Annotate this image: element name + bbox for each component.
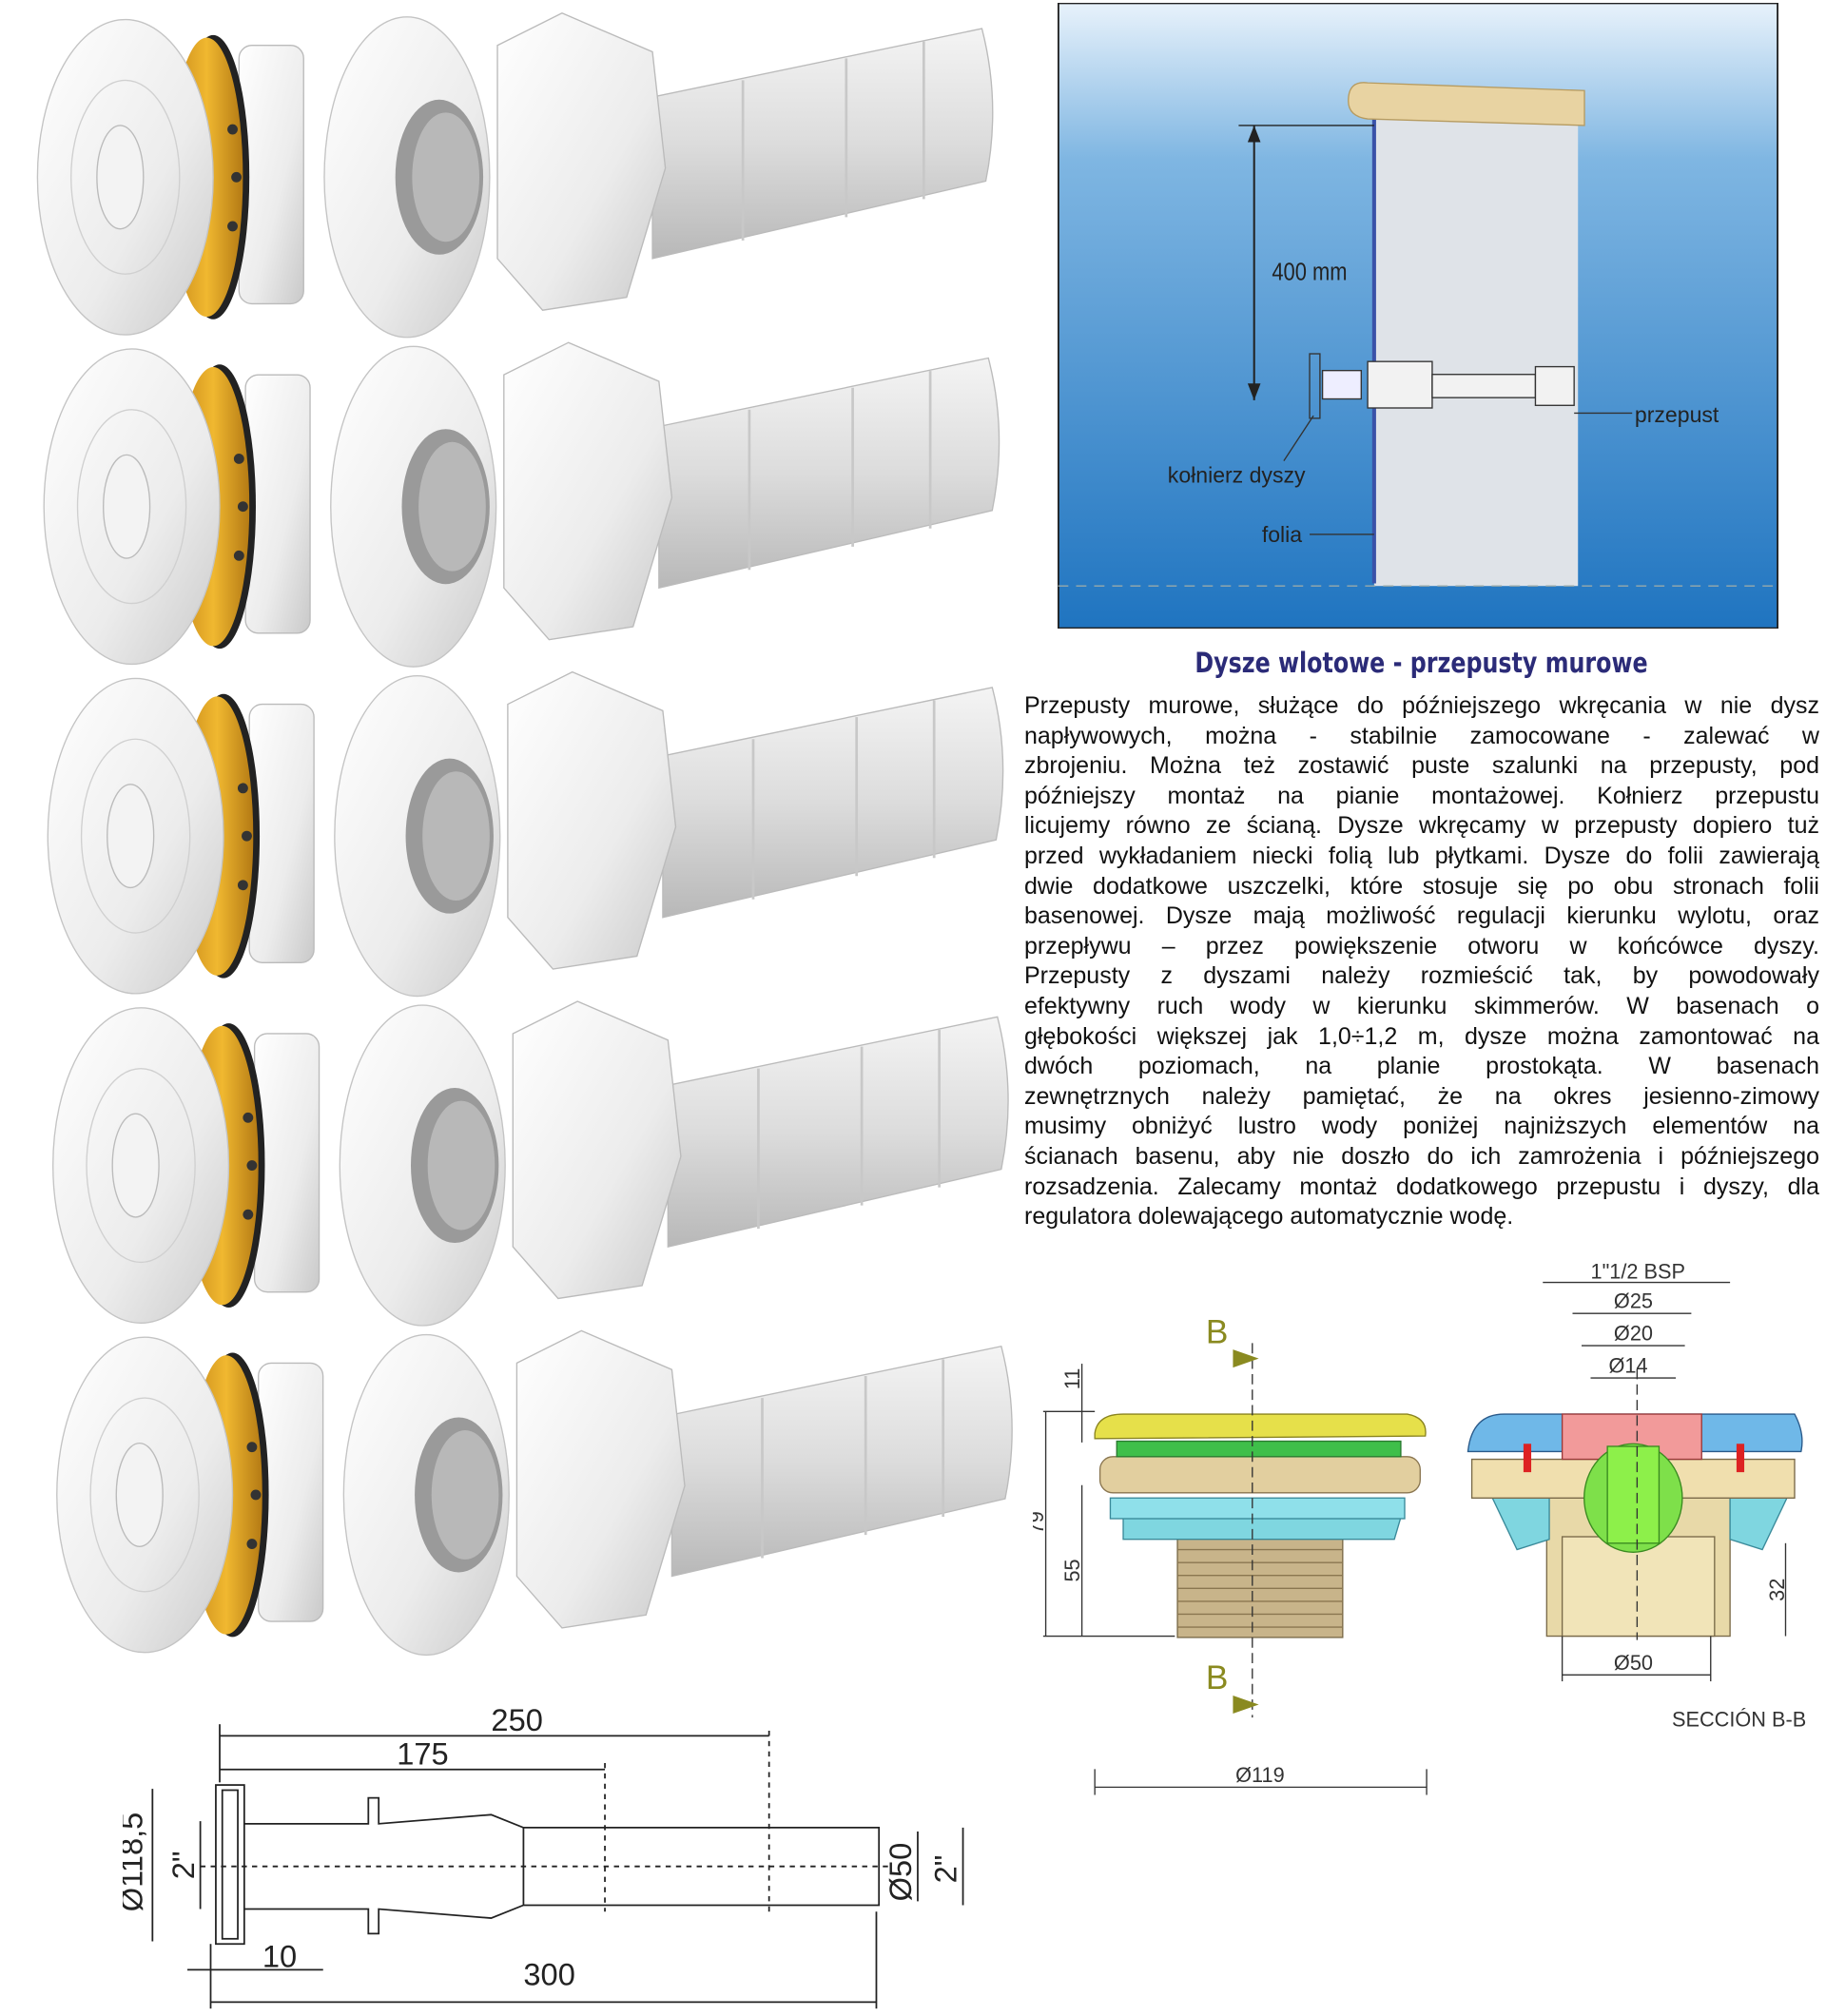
paragraph-line: przed wykładaniem niecki folią lub płytk… — [1024, 842, 1819, 869]
paragraph-line: Przepusty z dyszami należy rozmieścić ta… — [1024, 962, 1819, 990]
paragraph-line: dwie dodatkowe uszczelki, które stosuje … — [1024, 872, 1819, 900]
pool-installation-diagram: 400 mm przepust kołnierz dyszy folia — [1058, 3, 1778, 629]
product-photo-row-4 — [51, 999, 1010, 1328]
section-mark-bottom: B — [1206, 1659, 1229, 1696]
paragraph-line: licujemy równo ze ścianą. Dysze wkręcamy… — [1024, 812, 1819, 840]
paragraph-line: Przepusty murowe, służące do późniejszeg… — [1024, 692, 1819, 719]
paragraph-line: zewnętrznych należy pamiętać, że na okre… — [1024, 1082, 1819, 1110]
product-photo-row-2 — [42, 340, 1000, 669]
dim-175: 175 — [397, 1735, 448, 1771]
dim-11: 11 — [1060, 1368, 1084, 1390]
pool-wall — [1373, 119, 1579, 587]
paragraph-line: dwóch poziomach, na planie prostokąta. W… — [1024, 1053, 1819, 1080]
paragraph-line: napływowych, można - stabilnie zamocowan… — [1024, 722, 1819, 749]
paragraph-line: regulatora dolewającego automatycznie wo… — [1024, 1203, 1514, 1231]
paragraph-line: rozsadzenia. Zalecamy montaż dodatkowego… — [1024, 1173, 1819, 1200]
paragraph-line: musimy obniżyć lustro wody poniżej najni… — [1024, 1113, 1819, 1140]
label-folia: folia — [1262, 522, 1302, 547]
dim-79: 79 — [1033, 1511, 1048, 1534]
paragraph-line: przepływu – przez powiększenie otworu w … — [1024, 932, 1819, 960]
paragraph-line: głębokości większej jak 1,0÷1,2 m, dysze… — [1024, 1022, 1819, 1050]
product-photos — [36, 11, 1014, 1657]
dim-300: 300 — [523, 1957, 574, 1992]
dim-250: 250 — [491, 1702, 542, 1737]
section-mark-top: B — [1206, 1313, 1229, 1350]
paragraph-line: efektywny ruch wody w kierunku skimmerów… — [1024, 992, 1819, 1019]
dim-d50: Ø50 — [1614, 1651, 1653, 1675]
dim-2in-right: 2" — [928, 1855, 963, 1884]
product-photo-row-3 — [46, 670, 1004, 998]
dim-d14: Ø14 — [1608, 1354, 1647, 1378]
dim-d118: Ø118,5 — [123, 1812, 148, 1912]
dim-55: 55 — [1060, 1559, 1084, 1581]
paragraph-line: ścianach basenu, aby nie doszło do ich z… — [1024, 1142, 1819, 1170]
dim-d119: Ø119 — [1235, 1763, 1285, 1787]
product-photo-row-1 — [36, 11, 995, 339]
dimension-400mm: 400 mm — [1272, 259, 1347, 286]
dim-2in-left: 2" — [165, 1851, 201, 1880]
dim-d20: Ø20 — [1614, 1322, 1653, 1346]
coping — [1348, 82, 1585, 126]
dim-d50: Ø50 — [883, 1843, 918, 1902]
section-label: SECCIÓN B-B — [1672, 1708, 1806, 1732]
description-paragraph: Przepusty murowe, służące do późniejszeg… — [1024, 691, 1819, 1232]
nozzle-side-view — [1094, 1413, 1427, 1638]
dim-10: 10 — [262, 1939, 297, 1974]
passage-dimension-drawing: 250 175 300 10 Ø118,5 2" Ø50 2" — [123, 1702, 964, 2009]
dim-thread-bsp: 1"1/2 BSP — [1590, 1259, 1684, 1283]
product-photo-row-5 — [55, 1329, 1014, 1657]
paragraph-line: późniejszy montaż na pianie montażowej. … — [1024, 782, 1819, 809]
dim-d25: Ø25 — [1614, 1289, 1653, 1313]
nozzle-section-view — [1467, 1413, 1803, 1638]
nozzle-technical-drawing: 1"1/2 BSP Ø25 Ø20 Ø14 Ø50 SECCIÓN B-B Ø1… — [1033, 1259, 1806, 1795]
passage-fitting — [1309, 353, 1575, 419]
paragraph-line: zbrojeniu. Można też zostawić puste szal… — [1024, 752, 1819, 780]
section-title: Dysze wlotowe - przepusty murowe — [1195, 647, 1648, 679]
label-przepust: przepust — [1635, 402, 1719, 427]
label-kolnierz-dyszy: kołnierz dyszy — [1168, 463, 1306, 488]
paragraph-line: basenowej. Dysze mają możliwość regulacj… — [1024, 902, 1819, 930]
dim-32: 32 — [1765, 1579, 1789, 1601]
